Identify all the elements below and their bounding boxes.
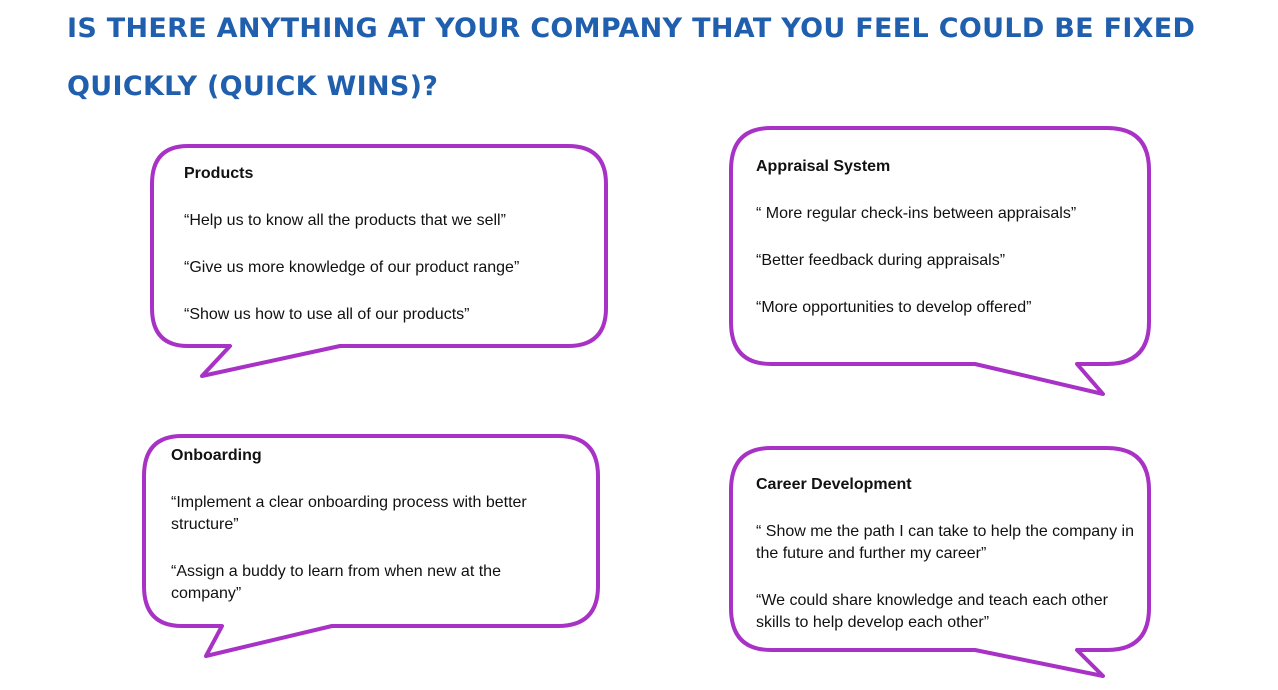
- speech-bubble-appraisal-system: Appraisal System “ More regular check-in…: [729, 126, 1153, 398]
- bubble-quote: “ Show me the path I can take to help th…: [756, 523, 1134, 562]
- bubble-quote: “Show us how to use all of our products”: [184, 306, 470, 323]
- speech-bubble-outline: [150, 144, 608, 378]
- speech-bubble-products: Products “Help us to know all the produc…: [150, 144, 610, 380]
- bubble-quote: “Assign a buddy to learn from when new a…: [171, 563, 501, 602]
- bubble-quote: “Help us to know all the products that w…: [184, 212, 506, 229]
- speech-bubble-outline: [729, 446, 1151, 678]
- bubble-heading: Onboarding: [171, 447, 262, 464]
- speech-bubble-outline: [729, 126, 1151, 396]
- speech-bubble-outline: [142, 434, 600, 658]
- bubble-heading: Appraisal System: [756, 158, 891, 175]
- speech-bubble-career-development: Career Development “ Show me the path I …: [729, 446, 1153, 682]
- bubble-quote: “More opportunities to develop offered”: [756, 299, 1032, 316]
- bubble-heading: Career Development: [756, 476, 912, 493]
- bubble-quote: “We could share knowledge and teach each…: [756, 592, 1108, 631]
- bubble-quote: “Give us more knowledge of our product r…: [184, 259, 520, 276]
- bubble-heading: Products: [184, 165, 254, 182]
- speech-bubble-onboarding: Onboarding “Implement a clear onboarding…: [142, 434, 602, 660]
- bubble-quote: “ More regular check-ins between apprais…: [756, 205, 1077, 222]
- bubble-quote: “Better feedback during appraisals”: [756, 252, 1006, 269]
- page-title: IS THERE ANYTHING AT YOUR COMPANY THAT Y…: [67, 13, 1196, 102]
- bubble-quote: “Implement a clear onboarding process wi…: [171, 494, 527, 533]
